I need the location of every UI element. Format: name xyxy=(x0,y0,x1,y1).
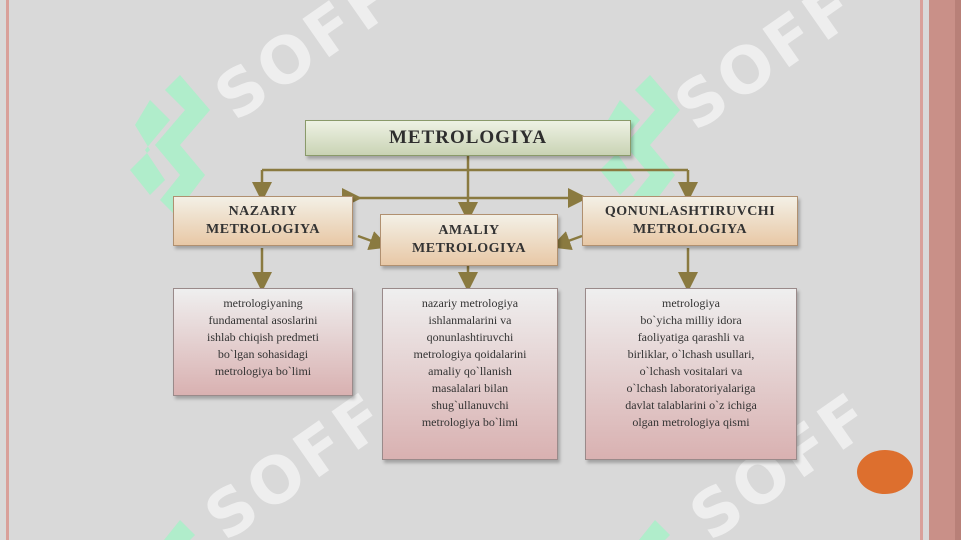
desc-line: olgan metrologiya qismi xyxy=(632,415,750,429)
qonun-heading-box: QONUNLASHTIRUVCHI METROLOGIYA xyxy=(582,196,798,246)
left-frame-line xyxy=(6,0,9,540)
amaliy-heading-line2: METROLOGIYA xyxy=(412,241,526,256)
watermark-logo-icon xyxy=(164,520,195,540)
desc-line: metrologiya bo`limi xyxy=(421,415,519,429)
nazariy-heading-box: NAZARIY METROLOGIYA xyxy=(173,196,353,246)
right-frame-band-edge xyxy=(955,0,961,540)
desc-line: metrologiya bo`limi xyxy=(214,364,312,378)
desc-line: metrologiyaning xyxy=(223,296,303,310)
qonun-heading-line2: METROLOGIYA xyxy=(633,222,747,237)
nazariy-description-box: metrologiyaning fundamental asoslarini i… xyxy=(173,288,353,396)
slide-action-button[interactable] xyxy=(857,450,913,494)
desc-line: bo`lgan sohasidagi xyxy=(217,347,309,361)
desc-line: o`lchash laboratoriyalariga xyxy=(626,381,756,395)
desc-line: fundamental asoslarini xyxy=(208,313,318,327)
diagram-title-box: METROLOGIYA xyxy=(305,120,631,156)
desc-line: bo`yicha milliy idora xyxy=(640,313,742,327)
watermark-logo-icon xyxy=(130,75,210,215)
desc-line: ishlanmalarini va xyxy=(428,313,512,327)
right-frame-line xyxy=(920,0,923,540)
qonun-description-box: metrologiya bo`yicha milliy idora faoliy… xyxy=(585,288,797,460)
desc-line: metrologiya qoidalarini xyxy=(413,347,527,361)
desc-line: davlat talablarini o`z ichiga xyxy=(625,398,757,412)
nazariy-heading-line1: NAZARIY xyxy=(228,204,298,219)
qonun-heading-line1: QONUNLASHTIRUVCHI xyxy=(604,204,776,219)
amaliy-heading-line1: AMALIY xyxy=(438,223,500,238)
amaliy-heading-box: AMALIY METROLOGIYA xyxy=(380,214,558,266)
desc-line: amaliy qo`llanish xyxy=(428,364,512,378)
desc-line: masalalari bilan xyxy=(431,381,509,395)
desc-line: shug`ullanuvchi xyxy=(431,398,509,412)
nazariy-heading-line2: METROLOGIYA xyxy=(206,222,320,237)
desc-line: ishlab chiqish predmeti xyxy=(207,330,319,344)
desc-line: nazariy metrologiya xyxy=(421,296,519,310)
watermark-logo-icon xyxy=(639,520,670,540)
amaliy-description-box: nazariy metrologiya ishlanmalarini va qo… xyxy=(382,288,558,460)
connector-left-to-amaliy xyxy=(357,231,390,250)
desc-line: birliklar, o`lchash usullari, xyxy=(627,347,755,361)
connector-right-to-amaliy xyxy=(550,231,583,250)
desc-line: o`lchash vositalari va xyxy=(639,364,743,378)
desc-line: qonunlashtiruvchi xyxy=(426,330,514,344)
desc-line: metrologiya xyxy=(662,296,720,310)
desc-line: faoliyatiga qarashli va xyxy=(637,330,745,344)
